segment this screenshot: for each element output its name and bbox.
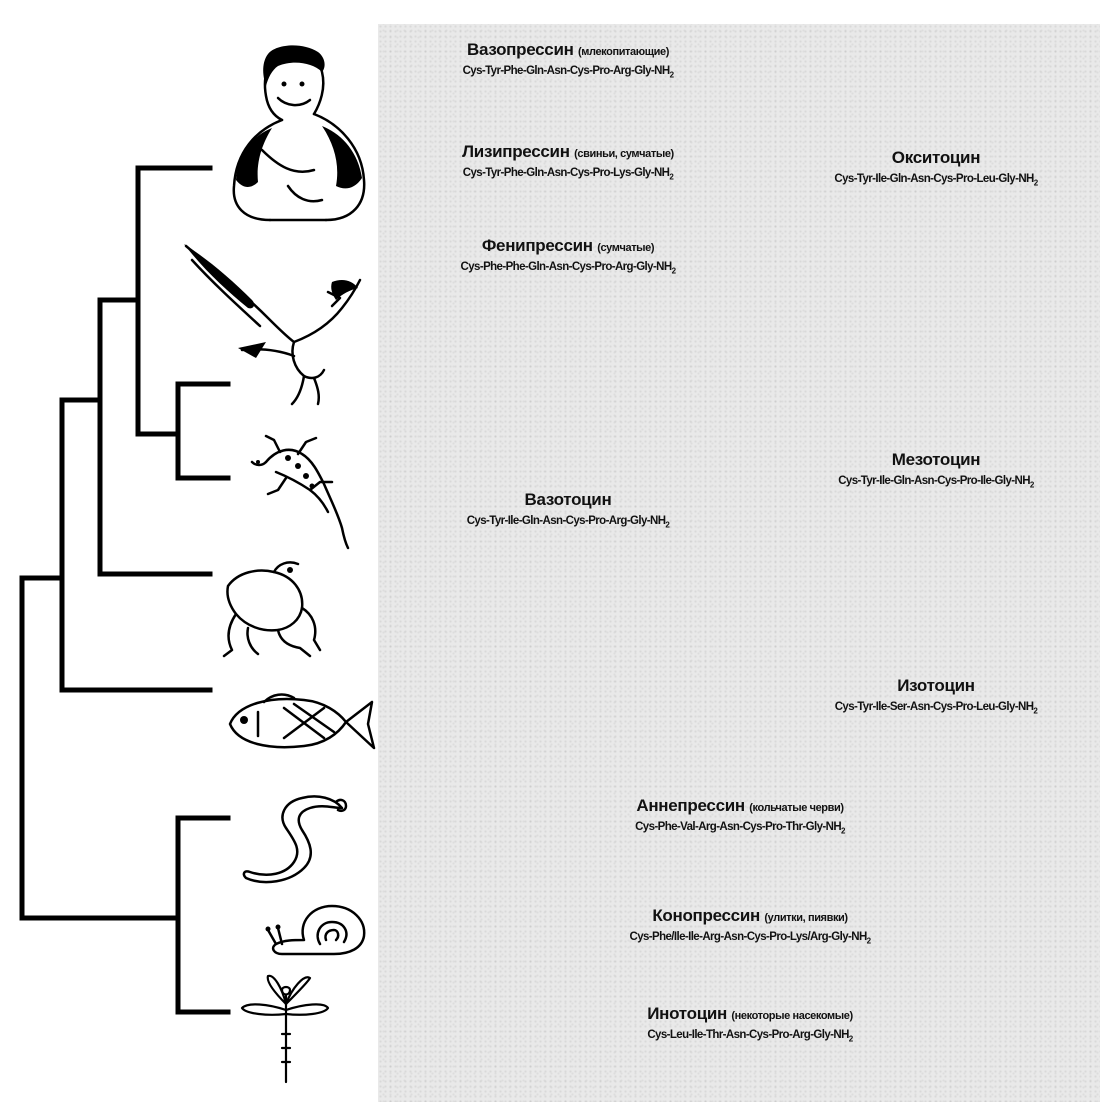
dragonfly-icon xyxy=(238,974,330,1088)
hormone-conopressin: Конопрессин (улитки, пиявки) Cys-Phe/Ile… xyxy=(629,906,870,945)
hormone-name: Аннепрессин xyxy=(636,796,744,815)
hormone-annepressin: Аннепрессин (кольчатые черви) Cys-Phe-Va… xyxy=(635,796,845,835)
frog-icon xyxy=(218,556,326,660)
hormone-sequence: Cys-Phe/Ile-Ile-Arg-Asn-Cys-Pro-Lys/Arg-… xyxy=(629,931,870,945)
hormone-sequence: Cys-Tyr-Ile-Ser-Asn-Cys-Pro-Leu-Gly-NH2 xyxy=(835,701,1038,715)
lizard-icon xyxy=(246,428,364,550)
hormone-sequence: Cys-Leu-Ile-Thr-Asn-Cys-Pro-Arg-Gly-NH2 xyxy=(647,1029,852,1043)
snail-icon xyxy=(264,900,374,958)
hormone-vasopressin: Вазопрессин (млекопитающие) Cys-Tyr-Phe-… xyxy=(463,40,674,79)
hormone-taxa: (сумчатые) xyxy=(597,242,654,254)
hormone-name: Вазопрессин xyxy=(467,40,574,59)
hormone-taxa: (улитки, пиявки) xyxy=(764,912,847,924)
hormone-name: Конопрессин xyxy=(652,906,760,925)
hormone-sequence: Cys-Tyr-Ile-Gln-Asn-Cys-Pro-Ile-Gly-NH2 xyxy=(838,475,1034,489)
hormone-sequence: Cys-Tyr-Phe-Gln-Asn-Cys-Pro-Lys-Gly-NH2 xyxy=(462,167,674,181)
hormone-name: Изотоцин xyxy=(897,676,974,695)
hormone-name: Мезотоцин xyxy=(892,450,981,469)
hormone-name: Вазотоцин xyxy=(525,490,612,509)
fish-icon xyxy=(224,690,378,756)
hormone-vasotocin: Вазотоцин Cys-Tyr-Ile-Gln-Asn-Cys-Pro-Ar… xyxy=(467,490,670,529)
hormone-isotocin: Изотоцин Cys-Tyr-Ile-Ser-Asn-Cys-Pro-Leu… xyxy=(835,676,1038,715)
hormone-sequence: Cys-Phe-Phe-Gln-Asn-Cys-Pro-Arg-Gly-NH2 xyxy=(461,261,676,275)
hormone-taxa: (свиньи, сумчатые) xyxy=(574,148,674,160)
hormone-phenypressin: Фенипрессин (сумчатые) Cys-Phe-Phe-Gln-A… xyxy=(461,236,676,275)
hormone-sequence: Cys-Tyr-Phe-Gln-Asn-Cys-Pro-Arg-Gly-NH2 xyxy=(463,65,674,79)
eagle-icon xyxy=(182,238,368,408)
hormone-sequence: Cys-Phe-Val-Arg-Asn-Cys-Pro-Thr-Gly-NH2 xyxy=(635,821,845,835)
hormone-name: Фенипрессин xyxy=(482,236,593,255)
hormone-sequence: Cys-Tyr-Ile-Gln-Asn-Cys-Pro-Leu-Gly-NH2 xyxy=(834,173,1037,187)
hormone-taxa: (кольчатые черви) xyxy=(749,802,843,814)
hormone-name: Инотоцин xyxy=(647,1004,727,1023)
hormone-sequence: Cys-Tyr-Ile-Gln-Asn-Cys-Pro-Arg-Gly-NH2 xyxy=(467,515,670,529)
hormone-taxa: (некоторые насекомые) xyxy=(731,1010,852,1022)
worm-icon xyxy=(238,790,350,886)
hormone-name: Окситоцин xyxy=(892,148,980,167)
hormone-oxytocin: Окситоцин Cys-Tyr-Ile-Gln-Asn-Cys-Pro-Le… xyxy=(834,148,1037,187)
hormone-lysipressin: Лизипрессин (свиньи, сумчатые) Cys-Tyr-P… xyxy=(462,142,674,181)
hormone-taxa: (млекопитающие) xyxy=(578,46,669,58)
hormone-inotocin: Инотоцин (некоторые насекомые) Cys-Leu-I… xyxy=(647,1004,852,1043)
hormone-mesotocin: Мезотоцин Cys-Tyr-Ile-Gln-Asn-Cys-Pro-Il… xyxy=(838,450,1034,489)
hormone-name: Лизипрессин xyxy=(462,142,570,161)
gorilla-icon xyxy=(222,40,378,225)
